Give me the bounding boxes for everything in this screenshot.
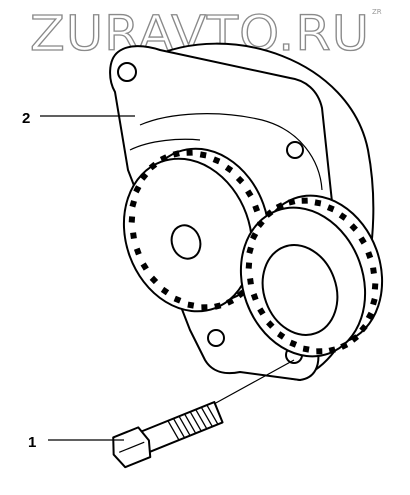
bolt-thread <box>167 404 219 441</box>
gear-teeth-right <box>245 197 379 355</box>
callout-number-1: 1 <box>28 434 36 451</box>
watermark-small-mark: ZR <box>372 8 382 16</box>
assembly-line <box>213 359 295 405</box>
bolt <box>112 401 224 469</box>
drive-gear <box>122 147 271 313</box>
mount-hole-right <box>286 141 304 159</box>
gear-bore <box>261 244 339 336</box>
callout-number-2: 2 <box>22 110 30 127</box>
gear-shaft-hole <box>170 224 202 260</box>
mount-hole-bottom-left <box>207 329 225 347</box>
callout-2: 2 <box>22 110 135 127</box>
mount-hole-top-left <box>117 62 137 82</box>
callout-1: 1 <box>28 434 124 451</box>
driven-gear <box>239 194 384 358</box>
